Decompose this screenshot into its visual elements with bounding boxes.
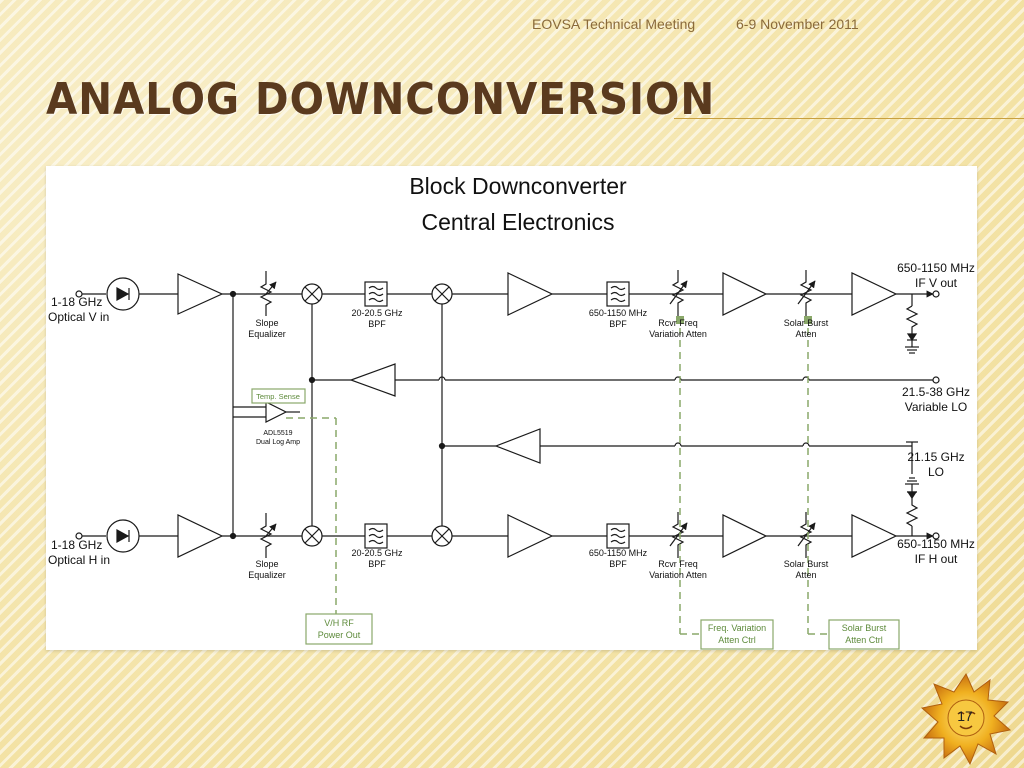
bottom-atten1-label-1: Rcvr Freq [658,559,698,569]
top-bpf2-freq: 650-1150 MHz [589,308,648,318]
diagram-title-line1: Block Downconverter [409,173,627,199]
vh-rf-label-2: Power Out [318,630,361,640]
top-input-freq: 1-18 GHz [51,295,102,309]
top-atten2-label-2: Atten [795,329,816,339]
bottom-input-freq: 1-18 GHz [51,538,102,552]
freq-ctrl-box [700,619,774,650]
top-bpf1-freq: 20-20.5 GHz [351,308,403,318]
output-terminal-h [932,532,940,540]
output-terminal-v [932,290,940,298]
bottom-input-label: Optical H in [48,553,110,567]
detector-h [905,498,919,527]
bottom-output-label: IF H out [915,552,958,566]
amplifier-h3 [722,514,768,558]
top-slope-label-2: Equalizer [248,329,286,339]
bottom-output-freq: 650-1150 MHz [897,537,975,551]
amplifier-h2 [507,514,554,558]
bottom-bpf1-freq: 20-20.5 GHz [351,548,403,558]
amplifier-h4 [851,514,898,558]
slope-equalizer-h [259,513,273,558]
vh-rf-box [305,613,373,645]
solar-ctrl-label-1: Solar Burst [842,623,887,633]
lo1-terminal [932,376,940,384]
slide-title: ANALOG DOWNCONVERSION [46,74,716,125]
bottom-bpf2-label: BPF [609,559,627,569]
lo2-amplifier [494,428,541,464]
bottom-slope-label-2: Equalizer [248,570,286,580]
lo2-label: LO [928,465,944,479]
title-rule [674,118,1024,119]
temp-sense-label: Temp. Sense [256,392,300,401]
page-number: 17 [957,708,973,724]
adl-label-1: ADL5519 [263,430,292,437]
top-slope-label-1: Slope [255,318,278,328]
bottom-bpf2-freq: 650-1150 MHz [589,548,648,558]
sun-logo-icon [920,672,1012,766]
top-output-freq: 650-1150 MHz [897,261,975,275]
amplifier-v2 [507,272,554,316]
solar-ctrl-label-2: Atten Ctrl [845,635,883,645]
amplifier-v3 [722,272,768,316]
lo1-label: Variable LO [905,400,967,414]
vh-rf-label-1: V/H RF [324,618,354,628]
freq-ctrl-label-2: Atten Ctrl [718,635,756,645]
block-diagram: Block Downconverter Central Electronics [46,166,977,650]
top-input-label: Optical V in [48,310,109,324]
freq-ctrl-label-1: Freq. Variation [708,623,766,633]
amplifier-v4 [851,272,898,316]
bottom-atten1-label-2: Variation Atten [649,570,707,580]
meeting-date: 6-9 November 2011 [736,16,859,32]
detector-v [905,305,919,334]
temp-sense-box [251,388,306,404]
block-diagram-svg: Block Downconverter Central Electronics [48,173,975,650]
top-atten1-label-2: Variation Atten [649,329,707,339]
meeting-name: EOVSA Technical Meeting [532,16,696,32]
top-bpf2-label: BPF [609,319,627,329]
lo2-freq: 21.15 GHz [907,450,964,464]
bottom-atten2-label-1: Solar Burst [784,559,829,569]
top-atten2-label-1: Solar Burst [784,318,829,328]
top-atten1-label-1: Rcvr Freq [658,318,698,328]
bottom-bpf1-label: BPF [368,559,386,569]
bottom-slope-label-1: Slope [255,559,278,569]
top-output-label: IF V out [915,276,958,290]
top-bpf1-label: BPF [368,319,386,329]
adl-label-2: Dual Log Amp [256,439,300,446]
amplifier-h1 [177,514,224,558]
amplifier-v1 [177,273,224,315]
lo1-freq: 21.5-38 GHz [902,385,970,399]
slope-equalizer-v [259,271,273,316]
solar-ctrl-box [828,619,900,650]
log-amp [265,401,288,423]
lo1-amplifier [349,363,396,397]
diagram-title-line2: Central Electronics [421,209,614,235]
bottom-atten2-label-2: Atten [795,570,816,580]
